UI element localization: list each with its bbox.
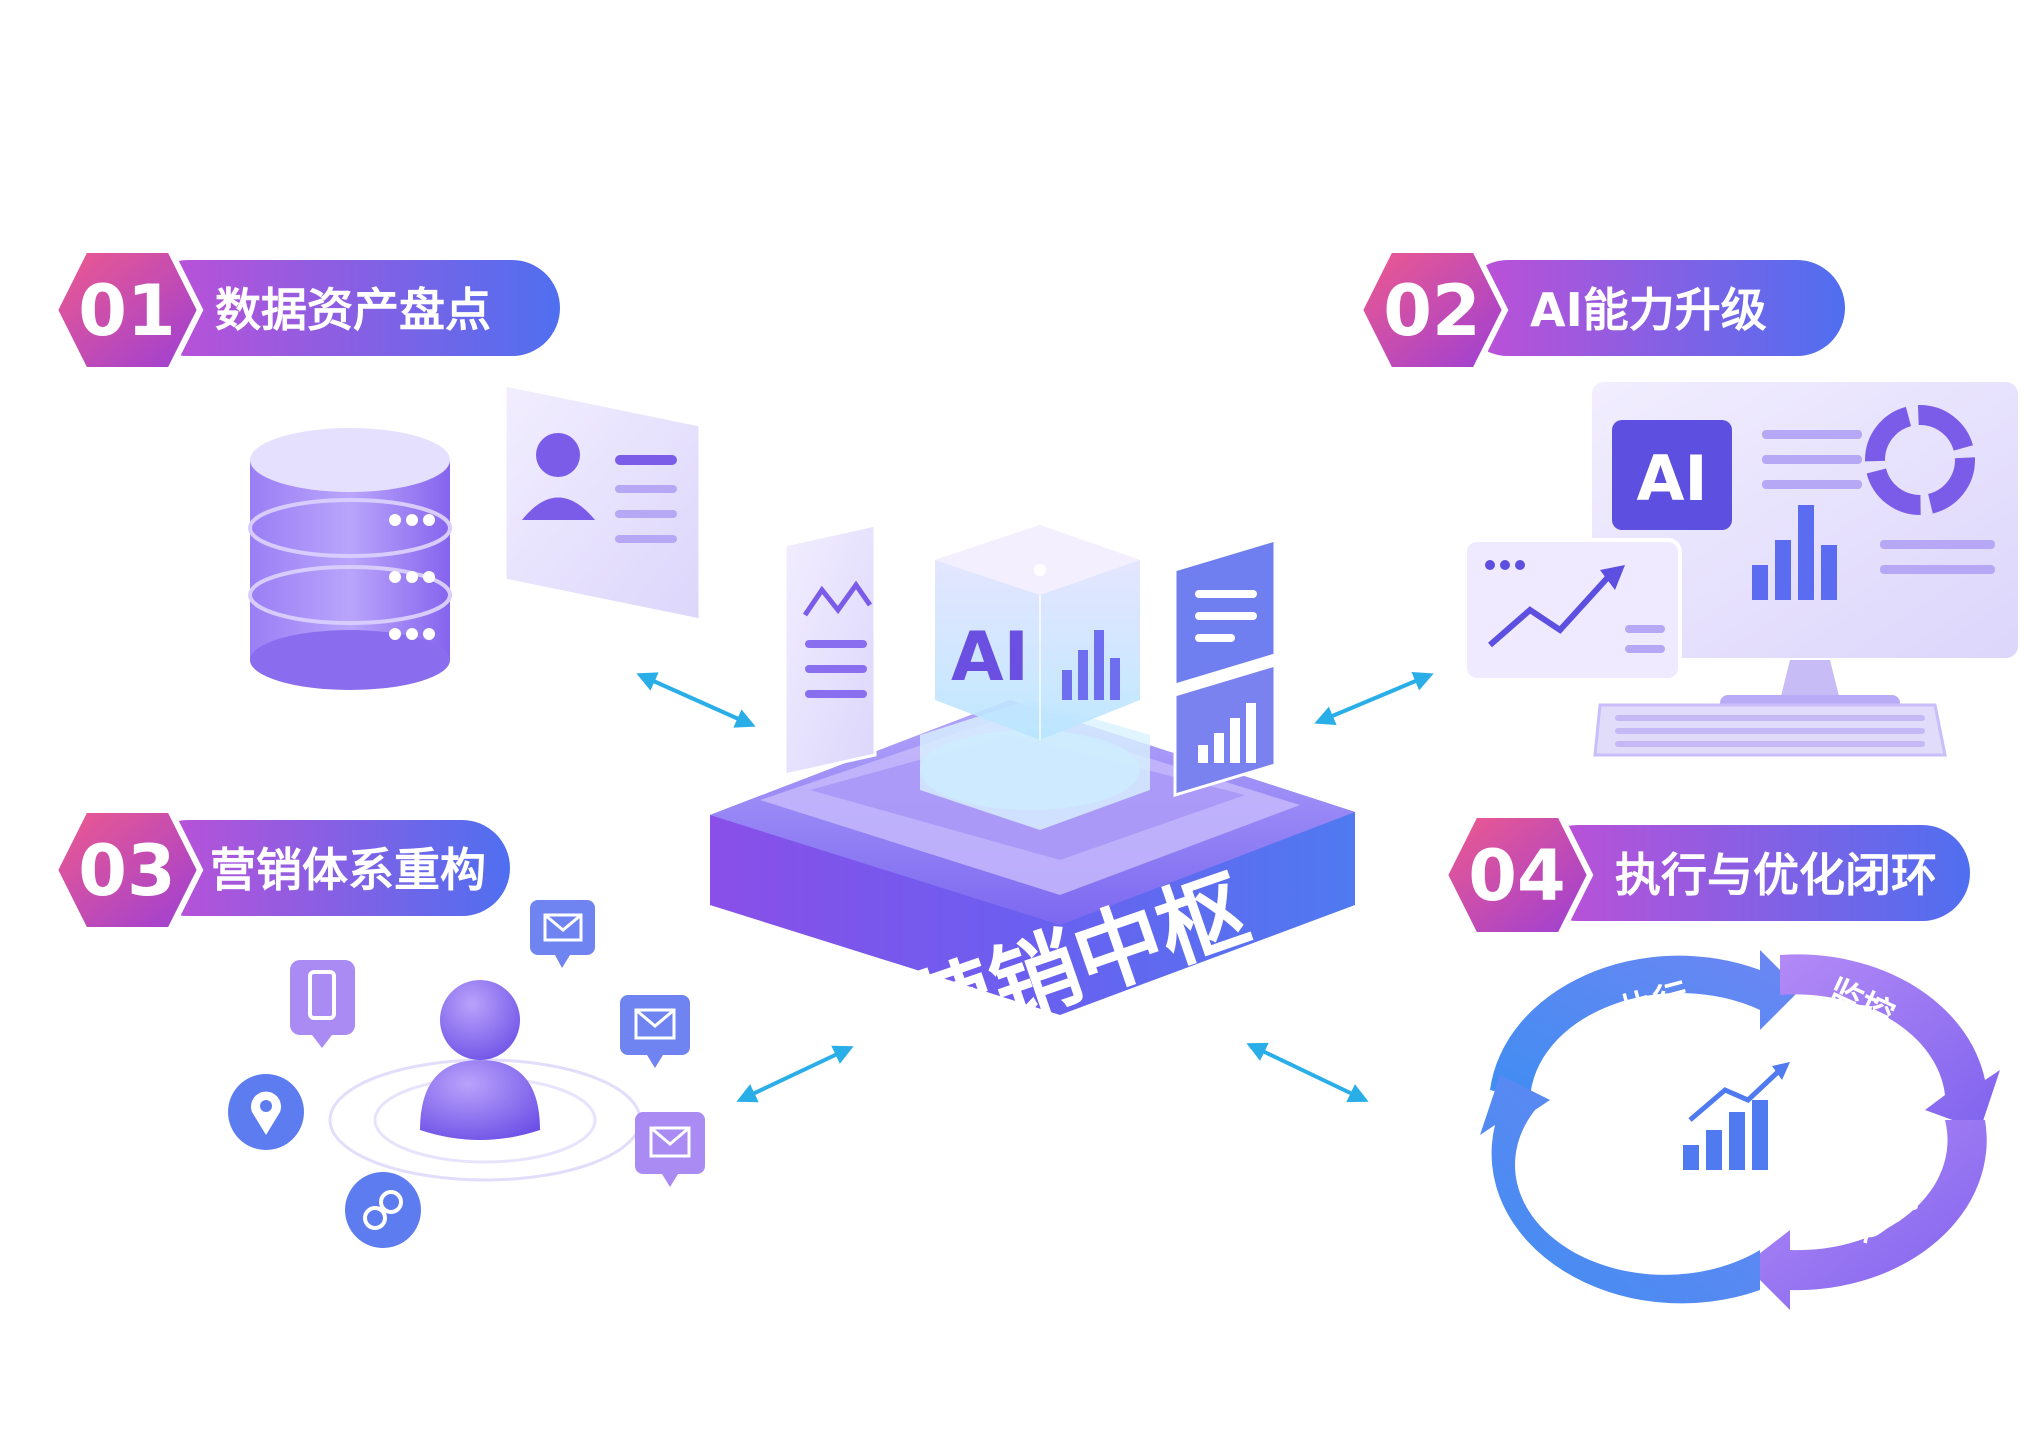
arrow-to-module-02 — [1314, 671, 1434, 726]
module-04: 04 执行与优化闭环 执行 监控 迭代 优化 — [1441, 812, 2000, 1310]
location-icon — [228, 1074, 304, 1150]
cycle-arrows-icon — [1480, 950, 2000, 1310]
arrow-to-module-01 — [636, 672, 756, 728]
arrow-to-module-04 — [1246, 1042, 1369, 1103]
module-04-header: 04 执行与优化闭环 — [1441, 812, 1970, 938]
module-04-number: 04 — [1468, 835, 1565, 917]
line-chart-card — [783, 523, 877, 777]
module-01-title: 数据资产盘点 — [215, 283, 491, 337]
module-03-number: 03 — [78, 830, 175, 912]
mail-icon-top — [530, 900, 595, 968]
cube-bar-chart-icon — [1062, 630, 1120, 700]
module-01-header: 01 数据资产盘点 — [51, 247, 560, 373]
document-card — [1173, 537, 1277, 688]
module-02-header: 02 AI能力升级 — [1356, 247, 1845, 373]
module-04-title: 执行与优化闭环 — [1615, 848, 1937, 902]
line-chart-icon — [802, 580, 873, 617]
center-platform: AI — [710, 523, 1355, 1102]
database-icon — [248, 428, 452, 690]
module-02: 02 AI能力升级 AI — [1356, 247, 2022, 757]
arrow-to-module-03 — [736, 1045, 854, 1103]
module-03-title: 营销体系重构 — [210, 843, 486, 897]
module-03-header: 03 营销体系重构 — [51, 807, 510, 933]
monitor-ai-label: AI — [1636, 442, 1707, 515]
module-02-title: AI能力升级 — [1530, 283, 1767, 337]
mail-icon-right — [620, 995, 690, 1068]
user-card-icon — [503, 383, 702, 622]
module-01: 01 数据资产盘点 — [51, 247, 702, 690]
module-01-number: 01 — [78, 270, 175, 352]
document-icon — [1195, 590, 1257, 642]
ai-cube-icon: AI — [935, 525, 1140, 740]
module-03: 03 营销体系重构 — [51, 807, 705, 1248]
phone-icon — [290, 960, 355, 1048]
link-icon — [345, 1172, 421, 1248]
cube-ai-label: AI — [951, 618, 1029, 697]
connector-arrows — [636, 671, 1434, 1103]
bar-chart-icon — [1198, 703, 1256, 763]
cycle-stage-optimize: 优化 — [1562, 1162, 1640, 1236]
person-icon — [420, 980, 540, 1140]
module-02-number: 02 — [1383, 270, 1480, 352]
mail-icon-bottom — [635, 1112, 705, 1187]
keyboard-icon — [1593, 703, 1947, 757]
trend-line-icon — [1488, 572, 1613, 648]
bar-chart-card — [1173, 662, 1277, 798]
monitor-icon: AI — [1588, 378, 2022, 713]
cycle-bar-chart-icon — [1683, 1100, 1768, 1170]
trend-card — [1463, 538, 1682, 682]
